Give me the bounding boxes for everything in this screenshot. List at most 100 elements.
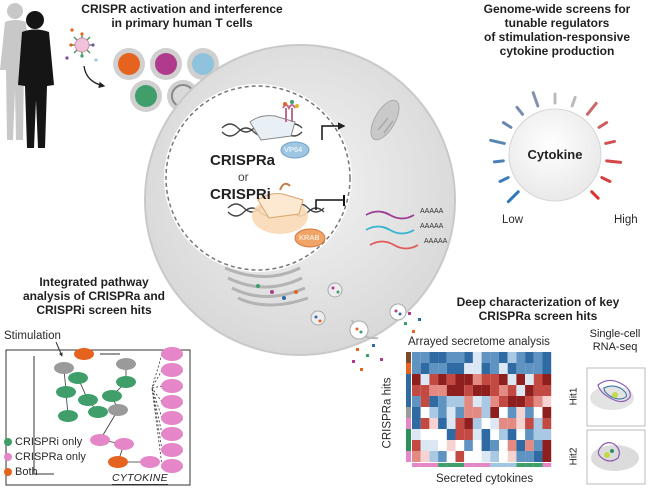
heatmap-cell: [412, 451, 421, 462]
heatmap-cell: [525, 363, 534, 374]
heatmap-cell: [499, 374, 508, 385]
heatmap-cell: [490, 363, 499, 374]
dial-tick: [604, 139, 616, 145]
dial-tick: [605, 159, 623, 164]
heatmap-cell: [455, 451, 465, 462]
heatmap-col-marker: [542, 463, 552, 467]
heatmap-cell: [533, 418, 543, 429]
heatmap-cell: [499, 385, 508, 396]
pathway-node: [58, 410, 78, 422]
pathway-node: [108, 404, 128, 416]
dial-tick: [501, 121, 513, 129]
heatmap-cell: [490, 429, 499, 440]
dial-label: Cytokine: [527, 147, 583, 162]
dial-tick: [585, 101, 598, 116]
mrna-strands: [365, 210, 419, 250]
heatmap-cell: [464, 385, 473, 396]
heatmap-cell: [499, 352, 508, 363]
heatmap-cell: [507, 396, 517, 407]
heatmap-cell: [420, 363, 430, 374]
heatmap-cell: [525, 407, 534, 418]
dial-tick: [570, 95, 577, 108]
dial-tick: [498, 176, 510, 183]
pathway-node: [114, 438, 134, 450]
heatmap-cell: [516, 374, 526, 385]
heatmap-row-marker: [406, 396, 411, 407]
heatmap-cell: [533, 451, 543, 462]
heatmap-cell: [464, 440, 473, 451]
heatmap-cell: [525, 352, 534, 363]
heatmap-cell: [525, 374, 534, 385]
heatmap-row-marker: [406, 407, 411, 418]
heatmap-cell: [516, 396, 526, 407]
title-line: cytokine production: [499, 44, 615, 58]
heatmap-cell: [472, 396, 482, 407]
heatmap-col-marker: [525, 463, 534, 467]
heatmap-cell: [542, 374, 552, 385]
heatmap-y-axis-label: CRISPRa hits: [381, 377, 394, 449]
heatmap-cell: [464, 363, 473, 374]
heatmap-cell: [490, 440, 499, 451]
dial-tick: [600, 176, 612, 183]
heatmap-cell: [507, 363, 517, 374]
heatmap-col-marker: [412, 463, 421, 467]
legend-label: Both: [15, 466, 38, 478]
heatmap-cell: [429, 429, 439, 440]
heatmap-cell: [464, 396, 473, 407]
heatmap-cell: [516, 363, 526, 374]
pathway-node: [78, 394, 98, 406]
heatmap-cell: [490, 396, 499, 407]
heatmap-cell: [464, 407, 473, 418]
title-line: RNA-seq: [592, 341, 638, 353]
green-dot-icon: [4, 438, 12, 447]
heatmap-cell: [446, 385, 456, 396]
heatmap-cell: [412, 374, 421, 385]
heatmap-cell: [507, 451, 517, 462]
vp64-label: VP64: [284, 145, 303, 154]
heatmap-cell: [481, 429, 491, 440]
heatmap-cell: [542, 407, 552, 418]
dial-high-label: High: [614, 214, 638, 226]
title-line: tunable regulators: [504, 16, 610, 30]
heatmap-cell: [533, 385, 543, 396]
heatmap-row-marker: [406, 418, 411, 429]
heatmap-col-marker: [429, 463, 439, 467]
pathway-node: [116, 358, 136, 370]
heatmap-cell: [455, 374, 465, 385]
pathway-node: [102, 390, 122, 402]
heatmap-cell: [438, 451, 447, 462]
pathway-node: [116, 376, 136, 388]
heatmap-cell: [412, 418, 421, 429]
heatmap-col-marker: [516, 463, 526, 467]
heatmap-cell: [481, 440, 491, 451]
section-title-characterization: Deep characterization of key CRISPRa scr…: [428, 295, 648, 323]
heatmap-col-marker: [438, 463, 447, 467]
title-line: in primary human T cells: [111, 16, 253, 30]
polya-tail: AAAAA: [424, 238, 448, 245]
heatmap-cell: [533, 407, 543, 418]
secretome-label: Arrayed secretome analysis: [408, 336, 550, 348]
heatmap-cell: [516, 451, 526, 462]
heatmap-cell: [472, 352, 482, 363]
crispri-label: CRISPRi: [210, 186, 271, 203]
heatmap-row-marker: [406, 374, 411, 385]
heatmap-cell: [455, 385, 465, 396]
heatmap-cell: [507, 352, 517, 363]
heatmap-x-axis-label: Secreted cytokines: [436, 473, 534, 485]
heatmap-cell: [525, 418, 534, 429]
heatmap-cell: [438, 440, 447, 451]
dial-tick: [515, 105, 525, 116]
heatmap-cell: [420, 374, 430, 385]
heatmap-cell: [490, 385, 499, 396]
heatmap-cell: [533, 429, 543, 440]
heatmap-cell: [533, 396, 543, 407]
heatmap-cell: [455, 440, 465, 451]
heatmap-cell: [481, 385, 491, 396]
heatmap-cell: [464, 429, 473, 440]
heatmap-cell: [472, 440, 482, 451]
legend-both: Both: [4, 466, 38, 478]
heatmap-cell: [499, 440, 508, 451]
heatmap-cell: [499, 396, 508, 407]
heatmap-cell: [472, 374, 482, 385]
